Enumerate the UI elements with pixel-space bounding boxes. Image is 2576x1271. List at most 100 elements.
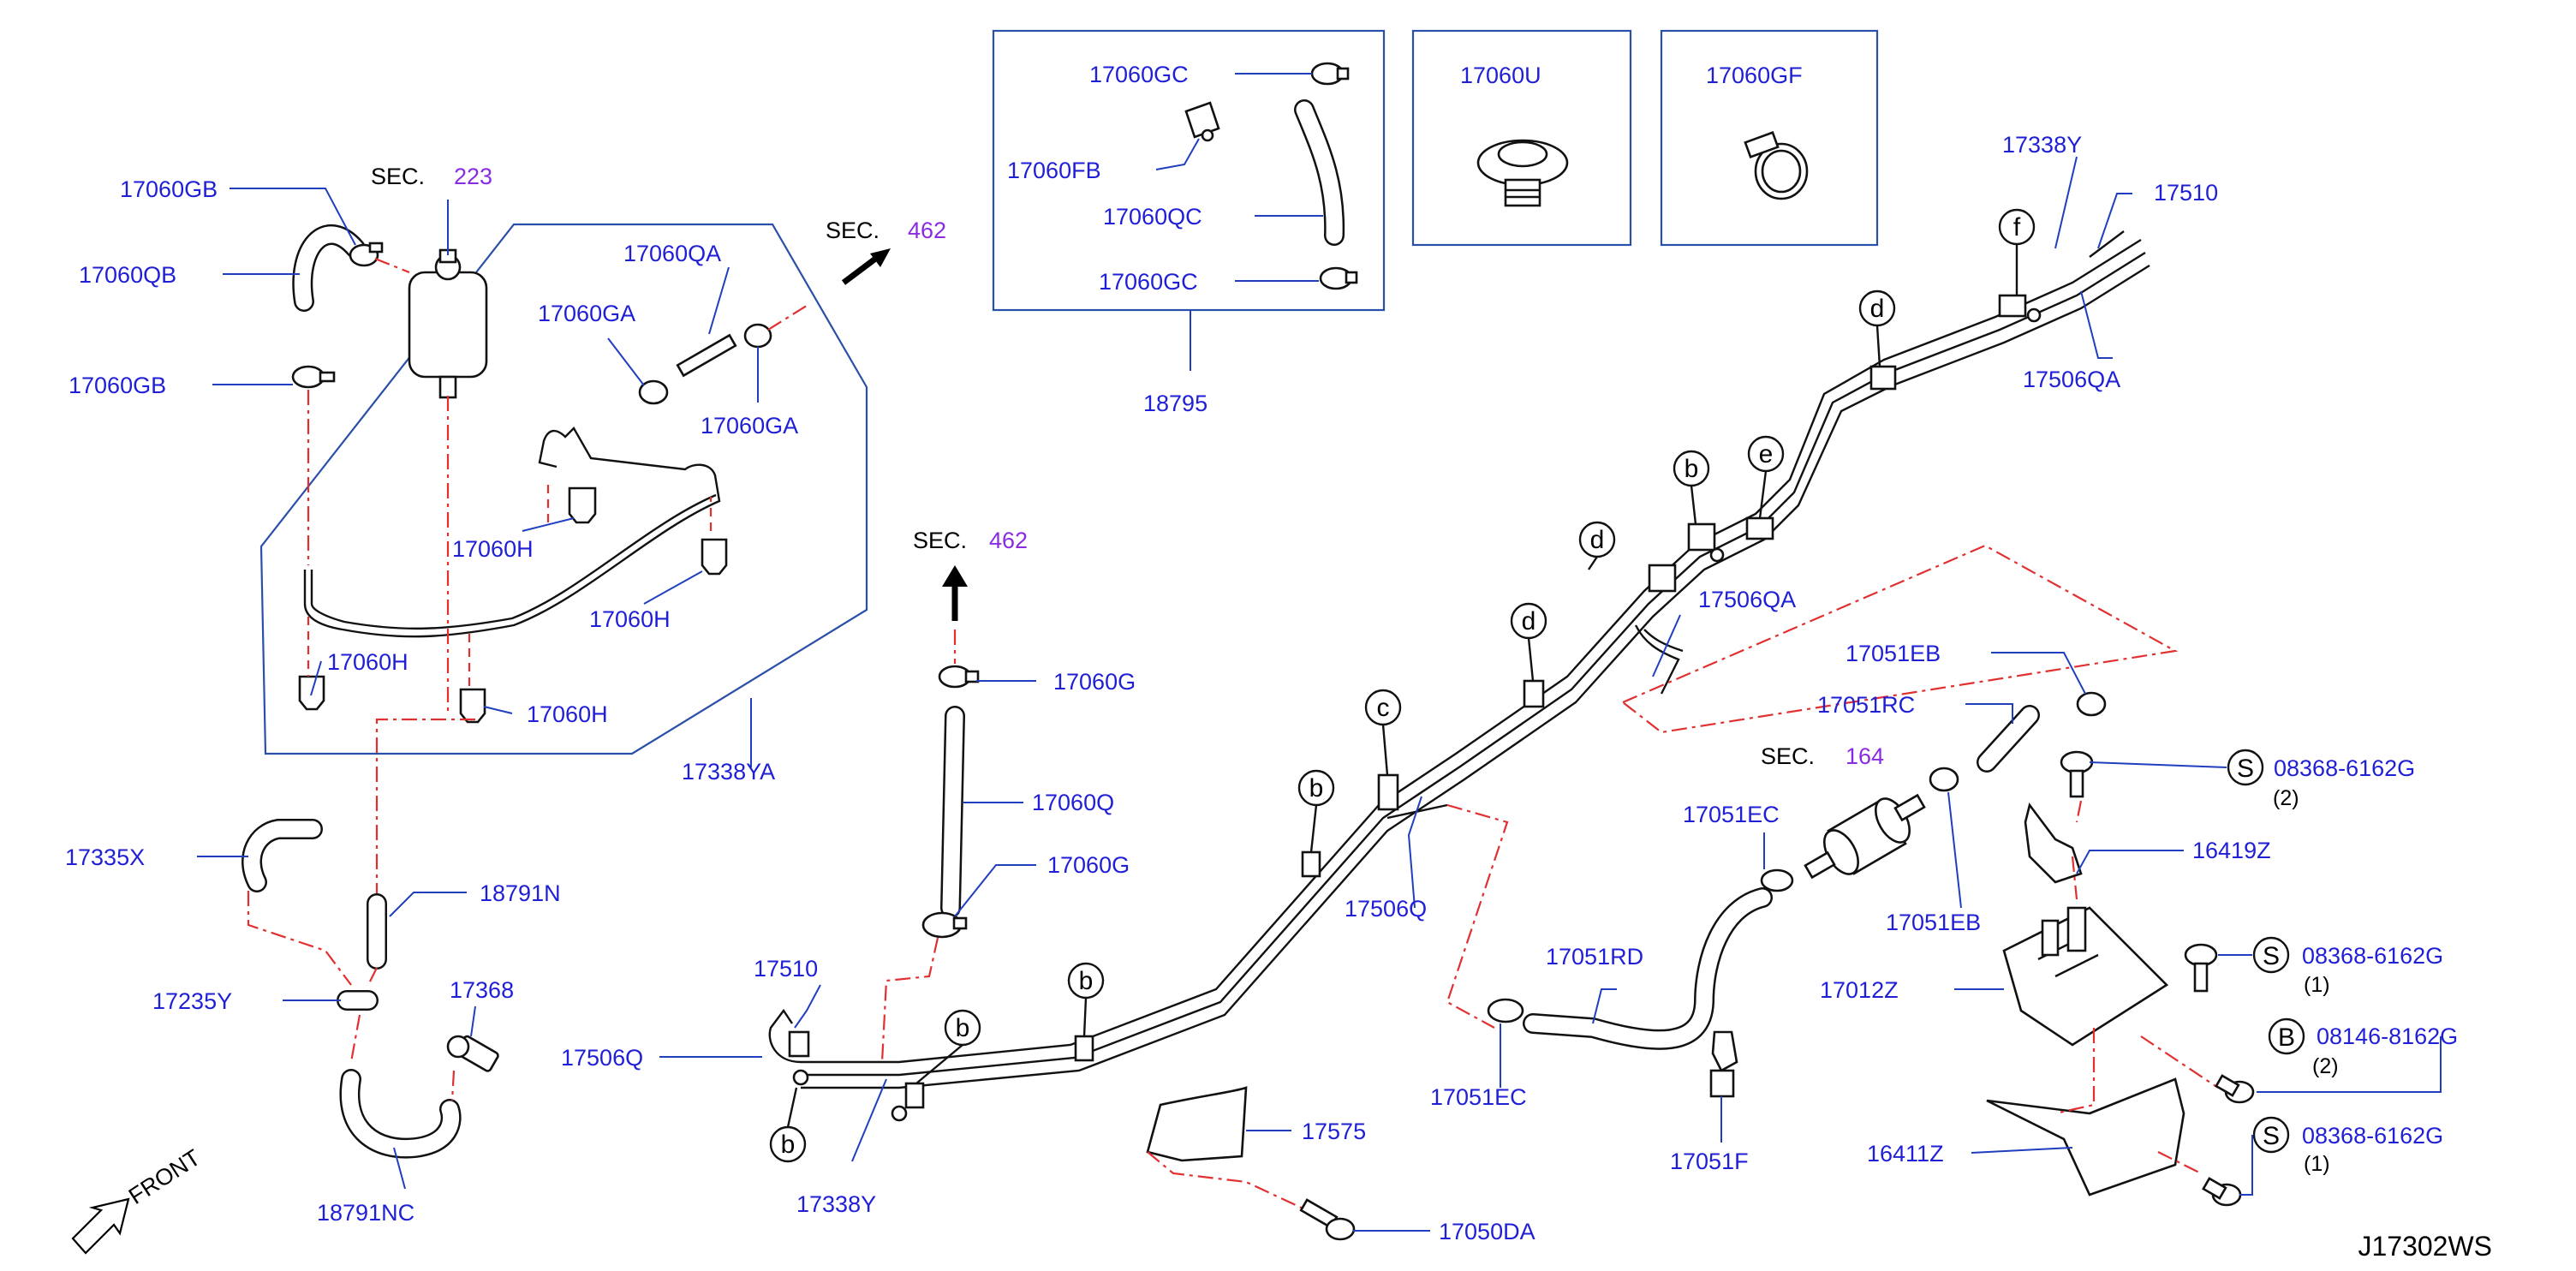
fuel-filter bbox=[1804, 793, 1926, 880]
tube-clip-a bbox=[788, 1030, 810, 1086]
clamp-17060ga-right bbox=[743, 323, 772, 349]
callout-b-2: b bbox=[1309, 774, 1324, 803]
bracket-16419z bbox=[2024, 803, 2083, 884]
vent-tube-17338ya bbox=[303, 427, 721, 638]
bolt-08368-mid bbox=[2184, 943, 2218, 993]
clamp-17051eb-top bbox=[2076, 691, 2107, 717]
bolt-08146 bbox=[2215, 1074, 2255, 1104]
diagram-code: J17302WS bbox=[2358, 1231, 2492, 1262]
clamp-17060gc-bottom bbox=[1319, 266, 1358, 290]
clamp-17060g-upper bbox=[938, 665, 980, 689]
label-17060gf: 17060GF bbox=[1706, 63, 1803, 88]
tube-end-17060qa bbox=[676, 333, 737, 378]
bolt-08368-top bbox=[2060, 750, 2094, 798]
label-17506q-1: 17506Q bbox=[561, 1045, 643, 1071]
label-17051f: 17051F bbox=[1670, 1149, 1749, 1174]
fastener-symbol-circles bbox=[2227, 749, 2305, 1154]
label-16411z: 16411Z bbox=[1867, 1141, 1944, 1167]
label-17051eb-1: 17051EB bbox=[1846, 641, 1941, 666]
label-17051rd: 17051RD bbox=[1546, 944, 1643, 970]
label-17060u: 17060U bbox=[1460, 63, 1541, 88]
label-17338y-2: 17338Y bbox=[796, 1191, 876, 1217]
callout-d-1: d bbox=[1870, 295, 1885, 323]
clip-17051f bbox=[1709, 1030, 1738, 1098]
label-18795: 18795 bbox=[1143, 391, 1208, 416]
label-17506q-2: 17506Q bbox=[1345, 896, 1427, 922]
qty-08368-2: (1) bbox=[2304, 973, 2330, 997]
sec-462-lower-prefix: SEC. bbox=[913, 528, 967, 553]
tube-clip-b1 bbox=[891, 1082, 925, 1122]
label-17235y: 17235Y bbox=[152, 988, 232, 1014]
label-17060g-2: 17060G bbox=[1047, 852, 1130, 878]
fastener-symbol-letters: S S B S bbox=[2237, 755, 2295, 1150]
label-17335x: 17335X bbox=[65, 844, 145, 870]
group-box-18795 bbox=[992, 29, 1386, 312]
label-17051ec-1: 17051EC bbox=[1683, 802, 1780, 827]
sec-164-prefix: SEC. bbox=[1761, 743, 1815, 769]
label-08368-6162g-3: 08368-6162G bbox=[2302, 1123, 2443, 1149]
clamp-17051ec-top bbox=[1760, 868, 1794, 892]
label-17575: 17575 bbox=[1302, 1119, 1366, 1144]
clamp-17060gc-top bbox=[1310, 62, 1350, 86]
label-17338y-1: 17338Y bbox=[2002, 132, 2082, 158]
symbol-b: B bbox=[2278, 1023, 2295, 1052]
label-17510-1: 17510 bbox=[2154, 180, 2218, 206]
grommet-17060u bbox=[1476, 139, 1569, 207]
label-17012z: 17012Z bbox=[1820, 977, 1899, 1003]
fuel-tube-assembly-17338y bbox=[768, 230, 2150, 1089]
tube-clip-d3 bbox=[1869, 365, 1897, 391]
callout-letters: f d b e d d c b b b b bbox=[781, 213, 2021, 1159]
label-17060h-1: 17060H bbox=[452, 536, 534, 562]
tube-clip-b3 bbox=[1301, 850, 1321, 878]
clamp-17060gb-lower bbox=[291, 365, 336, 389]
clamp-17060gf bbox=[1744, 131, 1809, 200]
symbol-s-1: S bbox=[2237, 755, 2254, 783]
bracket-17575 bbox=[1146, 1086, 1248, 1162]
sec-462-upper-number: 462 bbox=[908, 218, 946, 243]
bolt-17050da bbox=[1299, 1198, 1356, 1241]
label-17050da: 17050DA bbox=[1439, 1219, 1535, 1244]
bolt-08368-bottom bbox=[2202, 1177, 2242, 1207]
section-references: SEC. 223 SEC. 462 SEC. 462 SEC. 164 bbox=[371, 164, 1884, 769]
tube-clip-f bbox=[1998, 294, 2042, 323]
clip-17060fb bbox=[1184, 101, 1220, 142]
phantom-box-filter bbox=[1620, 544, 2179, 734]
tube-clip-b2 bbox=[1074, 1035, 1094, 1062]
label-17368: 17368 bbox=[450, 977, 514, 1003]
callout-c: c bbox=[1377, 694, 1390, 722]
qty-08146: (2) bbox=[2312, 1054, 2339, 1078]
label-18791nc: 18791NC bbox=[317, 1200, 414, 1226]
label-17060gc-2: 17060GC bbox=[1099, 269, 1198, 295]
label-17060fb: 17060FB bbox=[1007, 158, 1101, 183]
callout-b-4: b bbox=[956, 1014, 970, 1042]
sec-462-lower-number: 462 bbox=[989, 528, 1028, 553]
label-17051ec-2: 17051EC bbox=[1430, 1084, 1527, 1110]
sec-223-prefix: SEC. bbox=[371, 164, 425, 189]
label-17060g-1: 17060G bbox=[1053, 669, 1136, 695]
bracket-17012z bbox=[2002, 906, 2169, 1047]
label-08368-6162g-1: 08368-6162G bbox=[2274, 755, 2415, 781]
label-17060q: 17060Q bbox=[1032, 790, 1114, 815]
label-08368-6162g-2: 08368-6162G bbox=[2302, 943, 2443, 969]
label-17060ga-1: 17060GA bbox=[538, 301, 635, 326]
label-17060gc-1: 17060GC bbox=[1089, 62, 1189, 87]
sec-223-number: 223 bbox=[454, 164, 492, 189]
label-17060ga-2: 17060GA bbox=[701, 413, 798, 439]
front-arrow-icon bbox=[71, 1197, 130, 1255]
clamp-17060ga-left bbox=[638, 379, 669, 405]
label-16419z: 16419Z bbox=[2192, 838, 2271, 863]
clip-17060h-1 bbox=[568, 486, 597, 524]
label-17510-2: 17510 bbox=[754, 956, 818, 982]
group-box-17060u bbox=[1411, 29, 1632, 247]
tube-clip-d1 bbox=[1523, 679, 1545, 708]
callout-circles bbox=[769, 208, 2036, 1163]
label-17060h-3: 17060H bbox=[327, 649, 408, 675]
sec-164-number: 164 bbox=[1846, 743, 1884, 769]
label-17060h-4: 17060H bbox=[527, 701, 608, 727]
callout-b-3: b bbox=[1079, 967, 1094, 995]
label-17060qa: 17060QA bbox=[623, 241, 721, 266]
valve-17368 bbox=[446, 1035, 499, 1072]
callout-b-1: b bbox=[1685, 455, 1699, 483]
quantity-labels: (2) (1) (2) (1) bbox=[2273, 786, 2339, 1176]
